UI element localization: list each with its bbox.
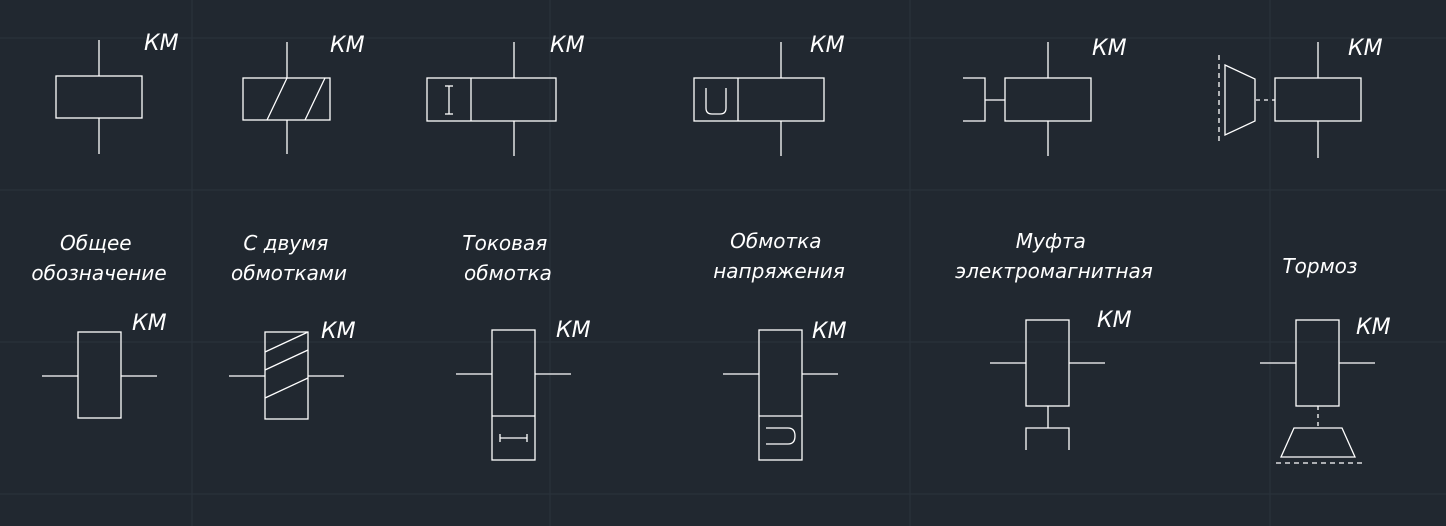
symbol-voltage-winding-horizontal [723, 329, 838, 461]
symbol-current-winding-horizontal [456, 329, 571, 461]
symbol-em-clutch-horizontal [963, 42, 1092, 156]
symbol-em-clutch-vertical [990, 319, 1105, 450]
designator-label: КМ [132, 311, 167, 336]
caption-line: Токовая [462, 231, 547, 255]
caption-two-windings: С двумя обмотками [231, 231, 347, 285]
designator-label: КМ [144, 31, 179, 56]
caption-line: обмотками [231, 261, 347, 285]
symbol-general-vertical [55, 40, 143, 154]
symbol-current-winding-vertical [426, 42, 557, 156]
symbol-general-horizontal [42, 331, 157, 419]
caption-voltage-winding: Обмотка напряжения [713, 229, 845, 283]
caption-line: С двумя [243, 231, 328, 255]
designator-label: КМ [330, 33, 365, 58]
symbol-brake-vertical [1260, 319, 1375, 464]
designator-label: КМ [556, 318, 591, 343]
symbol-two-windings-vertical [242, 42, 331, 154]
designator-label: КМ [1097, 308, 1132, 333]
caption-em-clutch: Муфта электромагнитная [955, 229, 1153, 283]
caption-brake: Тормоз [1282, 254, 1357, 278]
caption-line: напряжения [713, 259, 845, 283]
designator-label: КМ [810, 33, 845, 58]
caption-line: обмотка [464, 261, 552, 285]
caption-general: Общее обозначение [31, 231, 166, 285]
designator-label: КМ [550, 33, 585, 58]
symbol-two-windings-horizontal [229, 331, 344, 420]
designator-label: КМ [1356, 315, 1391, 340]
caption-line: Тормоз [1282, 254, 1357, 278]
symbol-voltage-winding-vertical [693, 42, 825, 156]
caption-line: Муфта [1016, 229, 1086, 253]
symbol-brake-horizontal [1218, 42, 1362, 158]
caption-line: электромагнитная [955, 259, 1153, 283]
designator-label: КМ [321, 319, 356, 344]
caption-current-winding: Токовая обмотка [462, 231, 553, 285]
caption-line: обозначение [31, 261, 166, 285]
caption-line: Обмотка [730, 229, 821, 253]
caption-line: Общее [60, 231, 132, 255]
designator-label: КМ [1348, 36, 1383, 61]
designator-label: КМ [1092, 36, 1127, 61]
designator-label: КМ [812, 319, 847, 344]
